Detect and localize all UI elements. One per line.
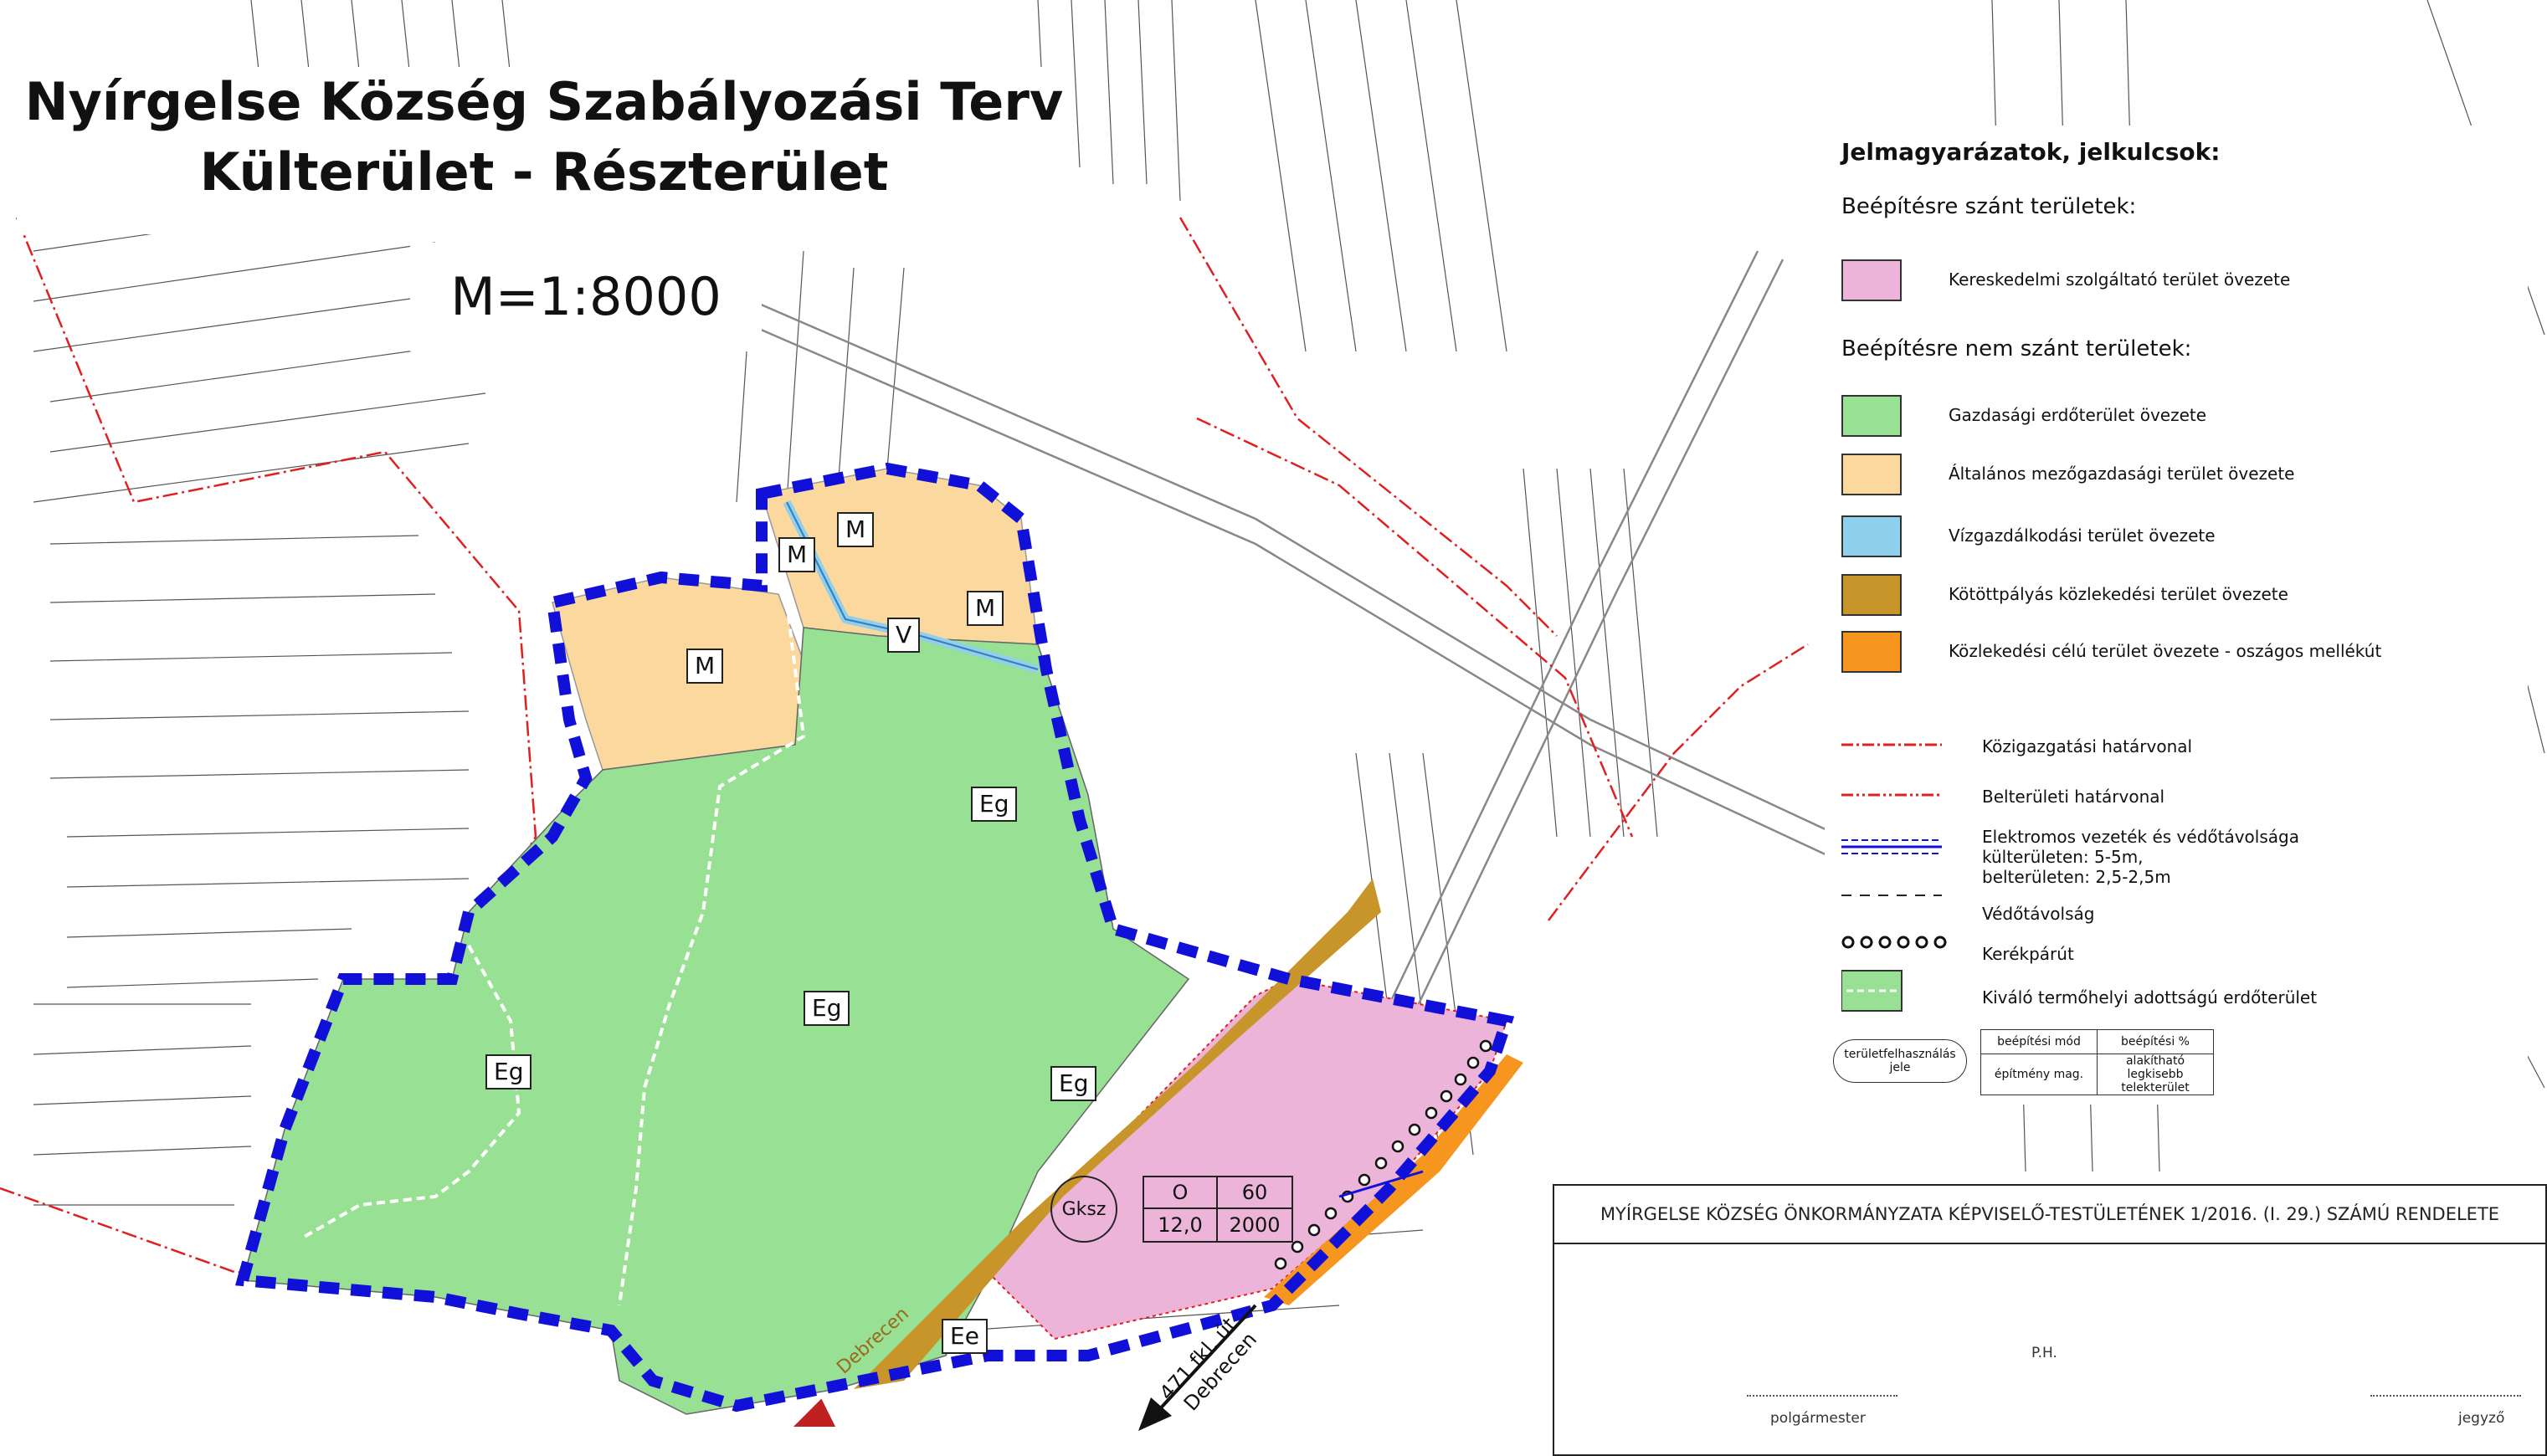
legend-line-power-1: Elektromos vezeték és védőtávolsága [1982, 827, 2299, 847]
zone-label: Eg [971, 787, 1018, 822]
national-road-strip [1264, 1054, 1523, 1305]
legend-line-forest: Kiváló termőhelyi adottságú erdőterület [1982, 987, 2318, 1007]
legend-section-built: Beépítésre szánt területek: [1841, 194, 2137, 219]
zone-agri-west [552, 577, 804, 771]
legend-line-inner: Belterületi határvonal [1982, 787, 2165, 807]
legend-item-rail: Kötöttpályás közlekedési terület övezete [1841, 574, 2511, 621]
legend-item-agri: Általános mezőgazdasági terület övezete [1841, 454, 2511, 500]
legend-line-power-2: külterületen: 5-5m, [1982, 847, 2144, 867]
zone-label: Eg [485, 1054, 532, 1089]
legend-title: Jelmagyarázatok, jelkulcsok: [1841, 138, 2221, 166]
rule-zone-code: Gksz [1050, 1176, 1117, 1243]
legend-label: Vízgazdálkodási terület övezete [1949, 525, 2216, 546]
key-percent: beépítési % [2097, 1029, 2214, 1054]
rule-build-mode: O [1143, 1176, 1218, 1209]
swatch-forest [1841, 395, 1902, 437]
key-symbol: területfelhasználás jele [1833, 1039, 1967, 1083]
rail-corridor [854, 879, 1381, 1389]
zone-label: M [778, 537, 816, 572]
legend-item-water: Vízgazdálkodási terület övezete [1841, 515, 2511, 562]
arrow-south-rail [793, 1398, 836, 1427]
power-line [1338, 1170, 1424, 1198]
zone-label: Eg [804, 991, 850, 1026]
arrow-road-471 [1153, 1304, 1257, 1416]
legend-section-not-built: Beépítésre nem szánt területek: [1841, 336, 2192, 361]
legend-label: Kereskedelmi szolgáltató terület övezete [1949, 269, 2291, 290]
title-line-2: Külterület - Részterület [199, 141, 889, 203]
zone-rule-box: Gksz O 60 12,0 2000 [1050, 1176, 1293, 1243]
legend-label: Kötöttpályás közlekedési terület övezete [1949, 584, 2288, 604]
legend-panel: Jelmagyarázatok, jelkulcsok: Beépítésre … [1825, 126, 2528, 1105]
zone-label: Eg [1050, 1066, 1097, 1101]
title-line-1: Nyírgelse Község Szabályozási Terv [24, 71, 1064, 132]
notary-label: jegyző [2458, 1410, 2505, 1427]
swatch-water [1841, 515, 1902, 557]
swatch-rail [1841, 574, 1902, 616]
swatch-agri [1841, 454, 1902, 495]
roads [752, 250, 1842, 1013]
decree-signature-box: MYÍRGELSE KÖZSÉG ÖNKORMÁNYZATA KÉPVISELŐ… [1553, 1184, 2547, 1456]
legend-key-table: területfelhasználás jele beépítési mód b… [1825, 1029, 2260, 1096]
mayor-label: polgármester [1770, 1410, 1866, 1427]
key-mode: beépítési mód [1980, 1029, 2098, 1054]
excellent-forest-border [618, 602, 806, 1306]
legend-line-symbols [1841, 743, 1947, 1012]
mayor-signature-line [1747, 1395, 1897, 1397]
seal-placeholder: P.H. [2031, 1345, 2057, 1361]
zone-label: M [686, 649, 724, 684]
legend-label: Általános mezőgazdasági terület övezete [1949, 464, 2295, 484]
zone-label: V [887, 618, 921, 653]
legend-item-forest: Gazdasági erdőterület övezete [1841, 395, 2511, 442]
legend-line-protect: Védőtávolság [1982, 904, 2095, 924]
scale-label: M=1:8000 [410, 243, 762, 351]
rule-height: 12,0 [1143, 1207, 1218, 1243]
swatch-road [1841, 631, 1902, 673]
bike-route [1274, 1039, 1492, 1270]
legend-label: Gazdasági erdőterület övezete [1949, 405, 2207, 425]
legend-line-bike: Kerékpárút [1982, 944, 2074, 964]
swatch-commercial [1841, 259, 1902, 301]
zone-label: M [967, 591, 1004, 626]
legend-item-commercial: Kereskedelmi szolgáltató terület övezete [1841, 259, 2511, 306]
rule-build-percent: 60 [1216, 1176, 1293, 1209]
decree-header: MYÍRGELSE KÖZSÉG ÖNKORMÁNYZATA KÉPVISELŐ… [1554, 1186, 2545, 1244]
legend-label: Közlekedési célú terület övezete - oszág… [1949, 641, 2382, 661]
legend-line-power-3: belterületen: 2,5-2,5m [1982, 867, 2171, 887]
legend-item-road: Közlekedési célú terület övezete - oszág… [1841, 631, 2511, 678]
zone-label: Ee [942, 1319, 988, 1354]
notary-signature-line [2370, 1395, 2521, 1397]
title-panel: Nyírgelse Község Szabályozási Terv Külte… [17, 67, 1071, 234]
rule-min-plot: 2000 [1216, 1207, 1293, 1243]
key-height: építmény mag. [1980, 1054, 2098, 1095]
key-plot: alakítható legkisebb telekterület [2097, 1054, 2214, 1095]
zone-label: M [837, 512, 875, 547]
legend-line-admin: Közigazgatási határvonal [1982, 736, 2193, 756]
